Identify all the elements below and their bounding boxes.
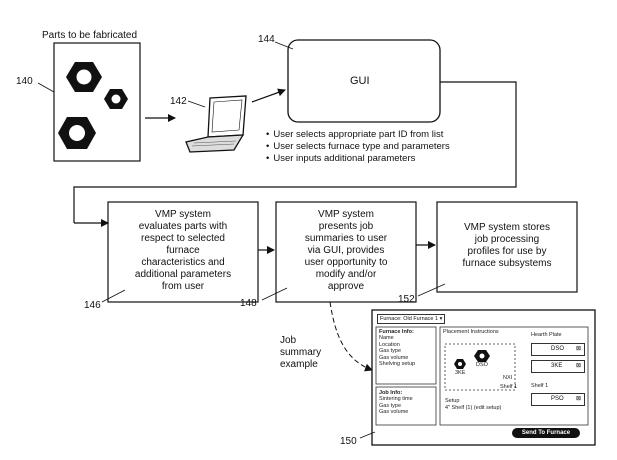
gui-step: User inputs additional parameters bbox=[266, 153, 450, 165]
furnace-info-text: Furnace Info: Name Location Gas type Gas… bbox=[379, 329, 416, 368]
shelf-preview bbox=[444, 343, 516, 391]
parts-box bbox=[53, 42, 141, 162]
ref-140: 140 bbox=[16, 76, 33, 87]
ref-150: 150 bbox=[340, 436, 357, 447]
hearth-slot-3ke[interactable]: 3KE ⊠ bbox=[531, 360, 585, 373]
example-label: Job summary example bbox=[280, 335, 322, 370]
furnace-select[interactable]: Furnace: Old Furnace 1 ▾ bbox=[377, 314, 446, 324]
laptop-icon bbox=[185, 95, 247, 153]
ref-150-leader bbox=[359, 431, 376, 439]
dashed-arrow-to-example bbox=[329, 301, 373, 372]
gui-step: User selects furnace type and parameters bbox=[266, 141, 449, 153]
hearth-slot-dso[interactable]: DSO ⊠ bbox=[531, 343, 585, 356]
close-icon[interactable]: ⊠ bbox=[575, 396, 581, 402]
connector-gui-to-row bbox=[73, 81, 517, 223]
ref-148-leader bbox=[261, 287, 288, 301]
process-box-148 bbox=[275, 201, 417, 303]
small-tag: NXI bbox=[503, 375, 513, 381]
job-info-text: Job Info: Sintering time Gas type Gas vo… bbox=[379, 390, 413, 416]
gui-box bbox=[287, 39, 441, 123]
ref-142: 142 bbox=[170, 96, 187, 107]
ref-152: 152 bbox=[398, 294, 415, 305]
part-label-dso: DSO bbox=[476, 362, 488, 368]
arrow-laptop-to-gui bbox=[251, 88, 286, 103]
furnace-info-panel bbox=[375, 326, 437, 385]
gui-steps-list: User selects appropriate part ID from li… bbox=[266, 129, 450, 165]
hearth-title: Hearth Plate bbox=[531, 332, 562, 338]
send-to-furnace-button[interactable]: Send To Furnace bbox=[512, 428, 580, 438]
job-summary-window bbox=[371, 309, 596, 446]
job-info-panel bbox=[375, 386, 437, 426]
ref-152-leader bbox=[417, 283, 446, 297]
gui-step: User selects appropriate part ID from li… bbox=[266, 129, 450, 141]
ref-142-leader bbox=[187, 100, 206, 108]
ref-148: 148 bbox=[240, 298, 257, 309]
parts-title: Parts to be fabricated bbox=[42, 30, 138, 41]
shelf-slot-pso[interactable]: PSO ⊠ bbox=[531, 393, 585, 406]
placement-panel bbox=[439, 326, 589, 426]
process-text-152: VMP system stores job processing profile… bbox=[462, 222, 552, 269]
ref-146: 146 bbox=[84, 300, 101, 311]
process-box-146 bbox=[107, 201, 259, 303]
setup-title: Setup bbox=[445, 398, 460, 404]
ref-144-leader bbox=[274, 41, 294, 50]
gui-label: GUI bbox=[350, 75, 370, 87]
setup-value[interactable]: 4" Shelf (1) (edit setup) bbox=[445, 405, 502, 411]
part-label-3ke: 3KE bbox=[455, 370, 466, 376]
placement-title: Placement Instructions bbox=[443, 329, 499, 335]
ref-144: 144 bbox=[258, 34, 275, 45]
ref-146-leader bbox=[101, 289, 126, 303]
shelf-tag: Shelf 1 bbox=[500, 384, 518, 390]
ref-140-leader bbox=[37, 82, 55, 93]
chevron-down-icon: ▾ bbox=[439, 316, 443, 322]
process-text-148: VMP system presents job summaries to use… bbox=[304, 209, 388, 292]
close-icon[interactable]: ⊠ bbox=[575, 363, 581, 369]
close-icon[interactable]: ⊠ bbox=[575, 346, 581, 352]
process-box-152 bbox=[436, 201, 578, 293]
process-text-146: VMP system evaluates parts with respect … bbox=[134, 209, 232, 292]
shelf-title: Shelf 1 bbox=[531, 383, 549, 389]
